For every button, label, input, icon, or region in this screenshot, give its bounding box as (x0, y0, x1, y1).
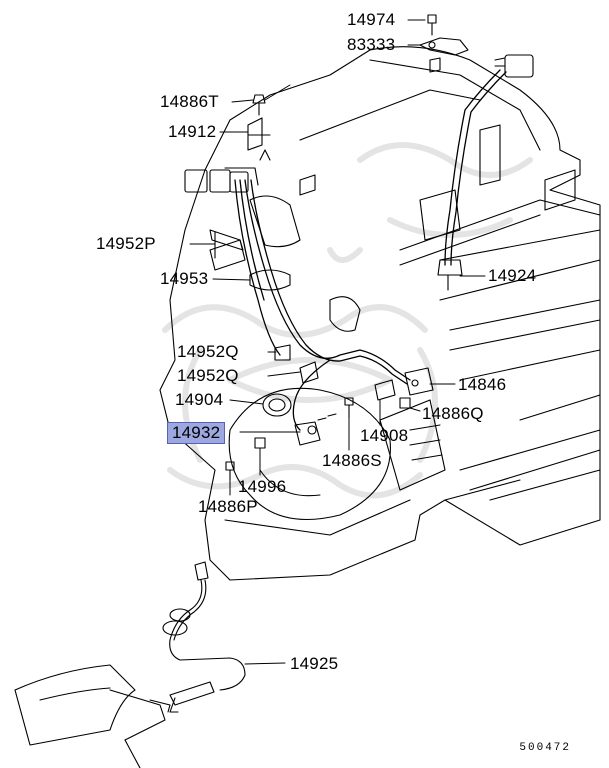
connector-right (504, 54, 534, 78)
bracket-83333 (419, 37, 469, 56)
watermark-emblem (162, 142, 533, 499)
callout-14952P[interactable]: 14952P (96, 234, 156, 253)
document-id: 500472 (519, 742, 571, 754)
connector-left (184, 169, 208, 193)
callout-14924[interactable]: 14924 (488, 266, 537, 285)
callout-14996[interactable]: 14996 (238, 477, 287, 496)
callout-14886S[interactable]: 14886S (322, 451, 382, 470)
callout-14886P[interactable]: 14886P (198, 497, 258, 516)
exhaust-pipe (14, 664, 171, 768)
callout-14886T[interactable]: 14886T (160, 92, 219, 111)
callout-14952Q-upper[interactable]: 14952Q (177, 342, 239, 361)
callout-14886Q[interactable]: 14886Q (422, 404, 484, 423)
callout-83333[interactable]: 83333 (347, 35, 396, 54)
callout-14953[interactable]: 14953 (160, 269, 209, 288)
callout-14846[interactable]: 14846 (458, 375, 507, 394)
callout-14908[interactable]: 14908 (360, 426, 409, 445)
callout-leaders (189, 19, 486, 665)
callout-14904[interactable]: 14904 (175, 390, 224, 409)
wiring-harness (234, 69, 507, 431)
callout-14974[interactable]: 14974 (347, 10, 396, 29)
small-parts (184, 14, 534, 481)
oxygen-sensor-14925 (162, 561, 246, 713)
callout-14932-highlighted[interactable]: 14932 (167, 422, 226, 444)
callout-14925[interactable]: 14925 (290, 654, 339, 673)
callout-14952Q-lower[interactable]: 14952Q (177, 366, 239, 385)
callout-14912[interactable]: 14912 (168, 122, 217, 141)
